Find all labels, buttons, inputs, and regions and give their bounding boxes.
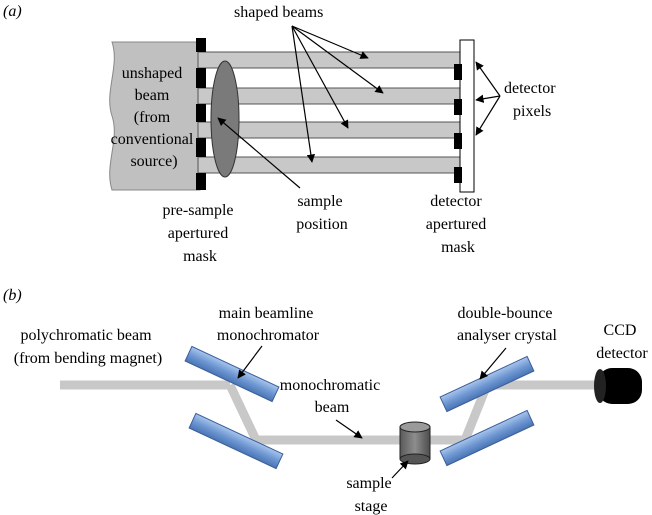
shaped-beam [197,51,461,69]
unshaped-beam-label: unshaped beam (from conventional source) [111,65,198,170]
sample-stage-cylinder [399,421,431,465]
panel-b-label: (b) [3,287,22,304]
detector-mask [454,64,462,183]
detector-pixels-arrows [475,61,501,136]
analyser-crystal-label: double-bounce analyser crystal [457,305,558,344]
sample-ellipse [210,60,240,178]
ccd-detector-label: CCD detector [596,322,648,362]
shaped-beam [197,156,461,174]
analyser-arrow [479,347,507,380]
sample-stage-arrow [391,460,409,479]
shaped-beams-arrows [291,25,384,163]
sample-position-label: sample position [296,193,348,233]
analyser-crystal-2 [439,409,535,467]
beam-path [60,380,600,445]
main-monochromator-label: main beamline monochromator [217,305,320,344]
monochromatic-beam-label: monochromatic beam [280,377,384,416]
sample-position-arrow [217,117,301,189]
polychromatic-beam-label: polychromatic beam (from bending magnet) [14,327,162,367]
main-monochromator-crystal-2 [188,412,284,470]
monochromatic-beam-arrow [335,419,363,439]
pre-sample-mask [196,38,206,190]
shaped-beams-label: shaped beams [234,4,323,21]
detector-pixels-label: detector pixels [504,80,560,120]
unshaped-beam [109,41,201,191]
detector-frame [459,39,475,193]
sample-stage-label: sample stage [346,475,395,515]
panel-a-label: (a) [3,3,22,20]
main-monochromator-crystal-1 [184,345,280,403]
ccd-detector [594,368,642,404]
detector-mask-label: detector apertured mask [426,193,490,256]
pre-sample-mask-label: pre-sample apertured mask [162,202,237,265]
monochromator-arrow [237,345,263,379]
